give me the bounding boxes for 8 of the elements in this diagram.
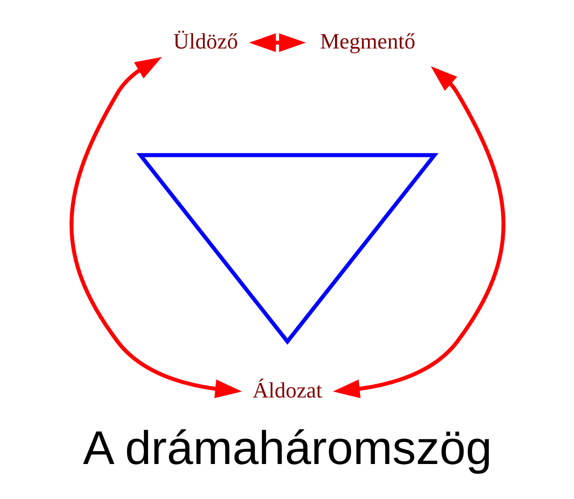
node-triangle xyxy=(136,153,438,345)
node-text: Üldöző xyxy=(172,28,238,54)
node-text: Megmentő xyxy=(319,28,415,54)
arrow xyxy=(332,66,505,398)
node-text: Áldozat xyxy=(252,378,322,403)
arrow xyxy=(69,56,242,398)
arrow xyxy=(248,33,306,52)
diagram-title: A drámaháromszög xyxy=(82,421,492,474)
